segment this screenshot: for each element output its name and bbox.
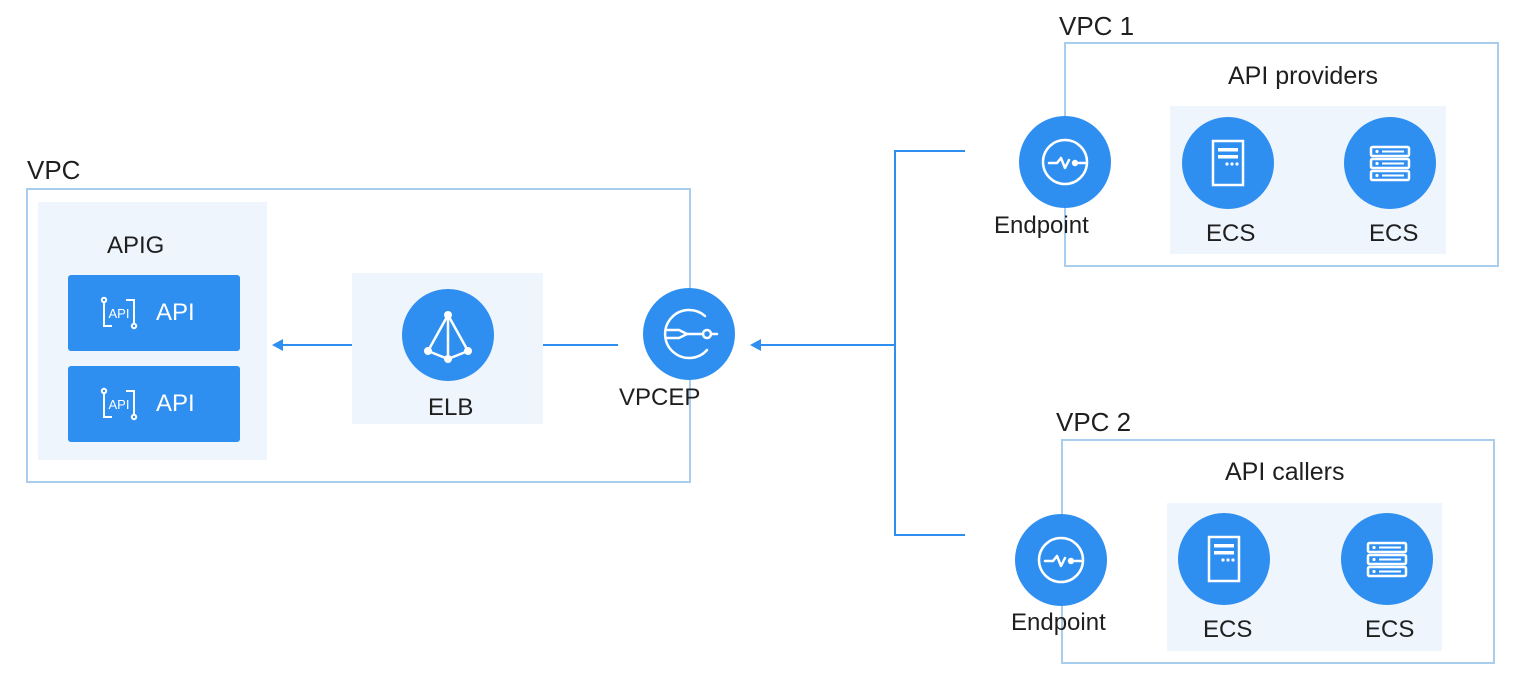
- arrowhead-apig: [272, 339, 283, 351]
- endpoint-icon: [1037, 536, 1085, 584]
- vpcep-label: VPCEP: [619, 384, 701, 411]
- vpc2-endpoint-label: Endpoint: [1011, 609, 1106, 636]
- svg-text:API: API: [109, 397, 130, 412]
- api-card[interactable]: API API: [68, 366, 240, 442]
- vpc1-ecs-label: ECS: [1206, 220, 1256, 247]
- vpc2-ecs-label: ECS: [1365, 616, 1415, 643]
- vpc2-ecs-label: ECS: [1203, 616, 1253, 643]
- apig-title: APIG: [107, 232, 165, 259]
- vpc1-endpoint-label: Endpoint: [994, 212, 1089, 239]
- connector-vpc1-endpoint: [894, 150, 965, 345]
- vpc-endpoint-service-icon: [663, 308, 719, 360]
- vpc1-group-title: API providers: [1228, 62, 1379, 90]
- svg-text:API: API: [109, 306, 130, 321]
- vpc2-title: VPC 2: [1056, 407, 1132, 437]
- vpc1-endpoint-node[interactable]: [1019, 116, 1111, 208]
- connector-vpc2-endpoint: [894, 345, 965, 536]
- vpc2-endpoint-node[interactable]: [1015, 514, 1107, 606]
- server-tower-icon: [1211, 139, 1245, 187]
- api-card-label: API: [156, 299, 195, 326]
- api-icon: API: [100, 387, 138, 421]
- elb-label: ELB: [428, 394, 474, 421]
- vpc1-title: VPC 1: [1059, 11, 1135, 41]
- elb-node[interactable]: [402, 289, 494, 381]
- vpc1-ecs-label: ECS: [1369, 220, 1419, 247]
- server-tower-icon: [1207, 535, 1241, 583]
- vpc1-ecs-node[interactable]: [1182, 117, 1274, 209]
- vpc1-ecs-node[interactable]: [1344, 117, 1436, 209]
- api-card-label: API: [156, 390, 195, 417]
- vpc2-group-title: API callers: [1225, 458, 1345, 486]
- server-rack-icon: [1369, 145, 1411, 182]
- arrowhead-vpcep: [750, 339, 761, 351]
- api-icon: API: [100, 296, 138, 330]
- vpcep-node[interactable]: [643, 288, 735, 380]
- endpoint-icon: [1041, 138, 1089, 186]
- api-card[interactable]: API API: [68, 275, 240, 351]
- vpc2-ecs-node[interactable]: [1341, 513, 1433, 605]
- vpc-title: VPC: [27, 155, 81, 185]
- vpc2-ecs-node[interactable]: [1178, 513, 1270, 605]
- load-balancer-icon: [424, 311, 472, 363]
- server-rack-icon: [1366, 541, 1408, 578]
